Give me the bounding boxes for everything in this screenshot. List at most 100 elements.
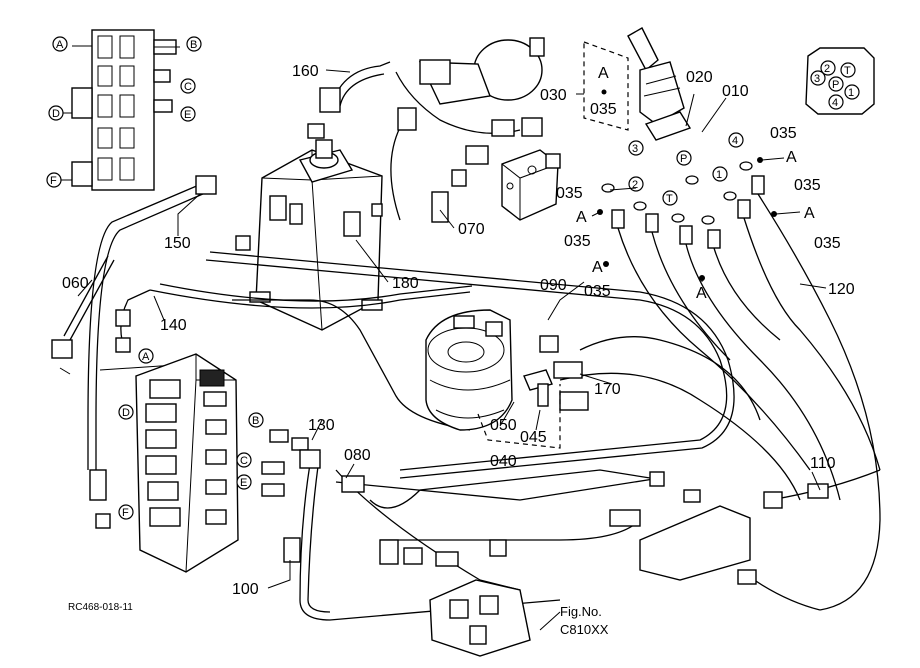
pilot-hoses [617,193,881,611]
marker-a-2: A [592,259,603,276]
callout-160: 160 [292,63,319,80]
callout-090: 090 [540,277,567,294]
joy-port-1: 1 [712,166,728,182]
pattern-port-1: 1 [844,84,860,100]
svg-text:C: C [184,81,192,93]
valve-port-c: C [236,452,252,468]
svg-text:4: 4 [832,97,838,109]
drawing-code: RC468-018-11 [68,602,133,613]
callout-030: 030 [540,87,567,104]
figure-label: Fig.No. [560,604,602,619]
joy-port-2: 2 [628,176,644,192]
callout-035-e: 035 [794,177,821,194]
marker-a-1: A [576,209,587,226]
valve-port-d: D [118,404,134,420]
svg-text:A: A [56,39,64,51]
subassembly-outline [477,384,561,449]
svg-text:T: T [666,193,673,205]
marker-a-4: A [786,149,797,166]
callout-140: 140 [160,317,187,334]
svg-text:T: T [844,65,851,77]
bottom-valve [379,539,531,657]
svg-text:1: 1 [716,169,722,181]
valve-port-f: F [118,504,134,520]
callout-130: 130 [308,417,335,434]
callout-labels: 160 150 060 140 180 070 030 020 010 035 … [62,63,855,598]
callout-045: 045 [520,429,547,446]
schematic-port-a: A [52,36,68,52]
marker-a-3: A [696,285,707,302]
svg-text:E: E [184,109,191,121]
valve-port-e: E [236,474,252,490]
control-valve [135,353,239,573]
svg-text:3: 3 [814,73,820,85]
pattern-port-3: 3 [810,70,826,86]
callout-150: 150 [164,235,191,252]
valve-port-schematic [60,29,180,191]
callout-180: 180 [392,275,419,292]
schematic-port-c: C [180,78,196,94]
svg-text:B: B [190,39,197,51]
pilot-joystick [627,27,692,141]
svg-text:2: 2 [632,179,638,191]
pattern-port-p: P [828,76,844,92]
callout-070: 070 [458,221,485,238]
svg-text:C: C [240,455,248,467]
callout-035-a: 035 [556,185,583,202]
callout-035-f: 035 [814,235,841,252]
svg-text:2: 2 [824,63,830,75]
tee-fitting [523,335,589,411]
port-pattern-box: 2 T 3 P 1 4 [805,47,875,115]
callout-035-d: 035 [770,125,797,142]
callout-120: 120 [828,281,855,298]
callout-010: 010 [722,83,749,100]
schematic-port-b: B [186,36,202,52]
svg-text:P: P [680,153,687,165]
leader-lines [59,69,827,631]
callout-050: 050 [490,417,517,434]
callout-110: 110 [810,455,836,472]
figure-number: C810XX [560,622,609,637]
callout-035-b: 035 [564,233,591,250]
callout-080: 080 [344,447,371,464]
svg-text:F: F [122,507,129,519]
svg-text:035: 035 [590,101,617,118]
joy-port-4: 4 [728,132,744,148]
svg-text:P: P [832,79,839,91]
joy-port-p: P [676,150,692,166]
joy-port-3: 3 [628,140,644,156]
callout-100: 100 [232,581,259,598]
joy-port-t: T [662,190,678,206]
swivel-motor [425,309,513,431]
svg-text:1: 1 [848,87,854,99]
marker-a-5: A [804,205,815,222]
detail-box: A 035 [583,41,629,131]
svg-text:F: F [50,175,57,187]
pattern-port-4: 4 [828,94,844,110]
svg-text:4: 4 [732,135,738,147]
accumulator [418,37,545,105]
svg-text:3: 3 [632,143,638,155]
callout-040: 040 [490,453,517,470]
schematic-port-d: D [48,105,64,121]
svg-text:E: E [240,477,247,489]
bottom-right-cylinder [609,471,829,585]
svg-text:B: B [252,415,259,427]
valve-port-a: A [138,348,154,364]
joystick-ports: 3 2 P T 1 4 [597,132,777,281]
pattern-port-2: 2 [820,60,836,76]
schematic-port-e: E [180,106,196,122]
misc-fittings [195,87,561,251]
pattern-port-t: T [840,62,856,78]
callout-060: 060 [62,275,89,292]
svg-text:D: D [52,108,60,120]
valve-fittings [51,309,365,563]
svg-text:A: A [598,65,609,82]
svg-text:D: D [122,407,130,419]
a-markers: A A A A A [576,149,815,302]
schematic-port-f: F [46,172,62,188]
callout-170: 170 [594,381,621,398]
valve-port-b: B [248,412,264,428]
svg-text:A: A [142,351,150,363]
